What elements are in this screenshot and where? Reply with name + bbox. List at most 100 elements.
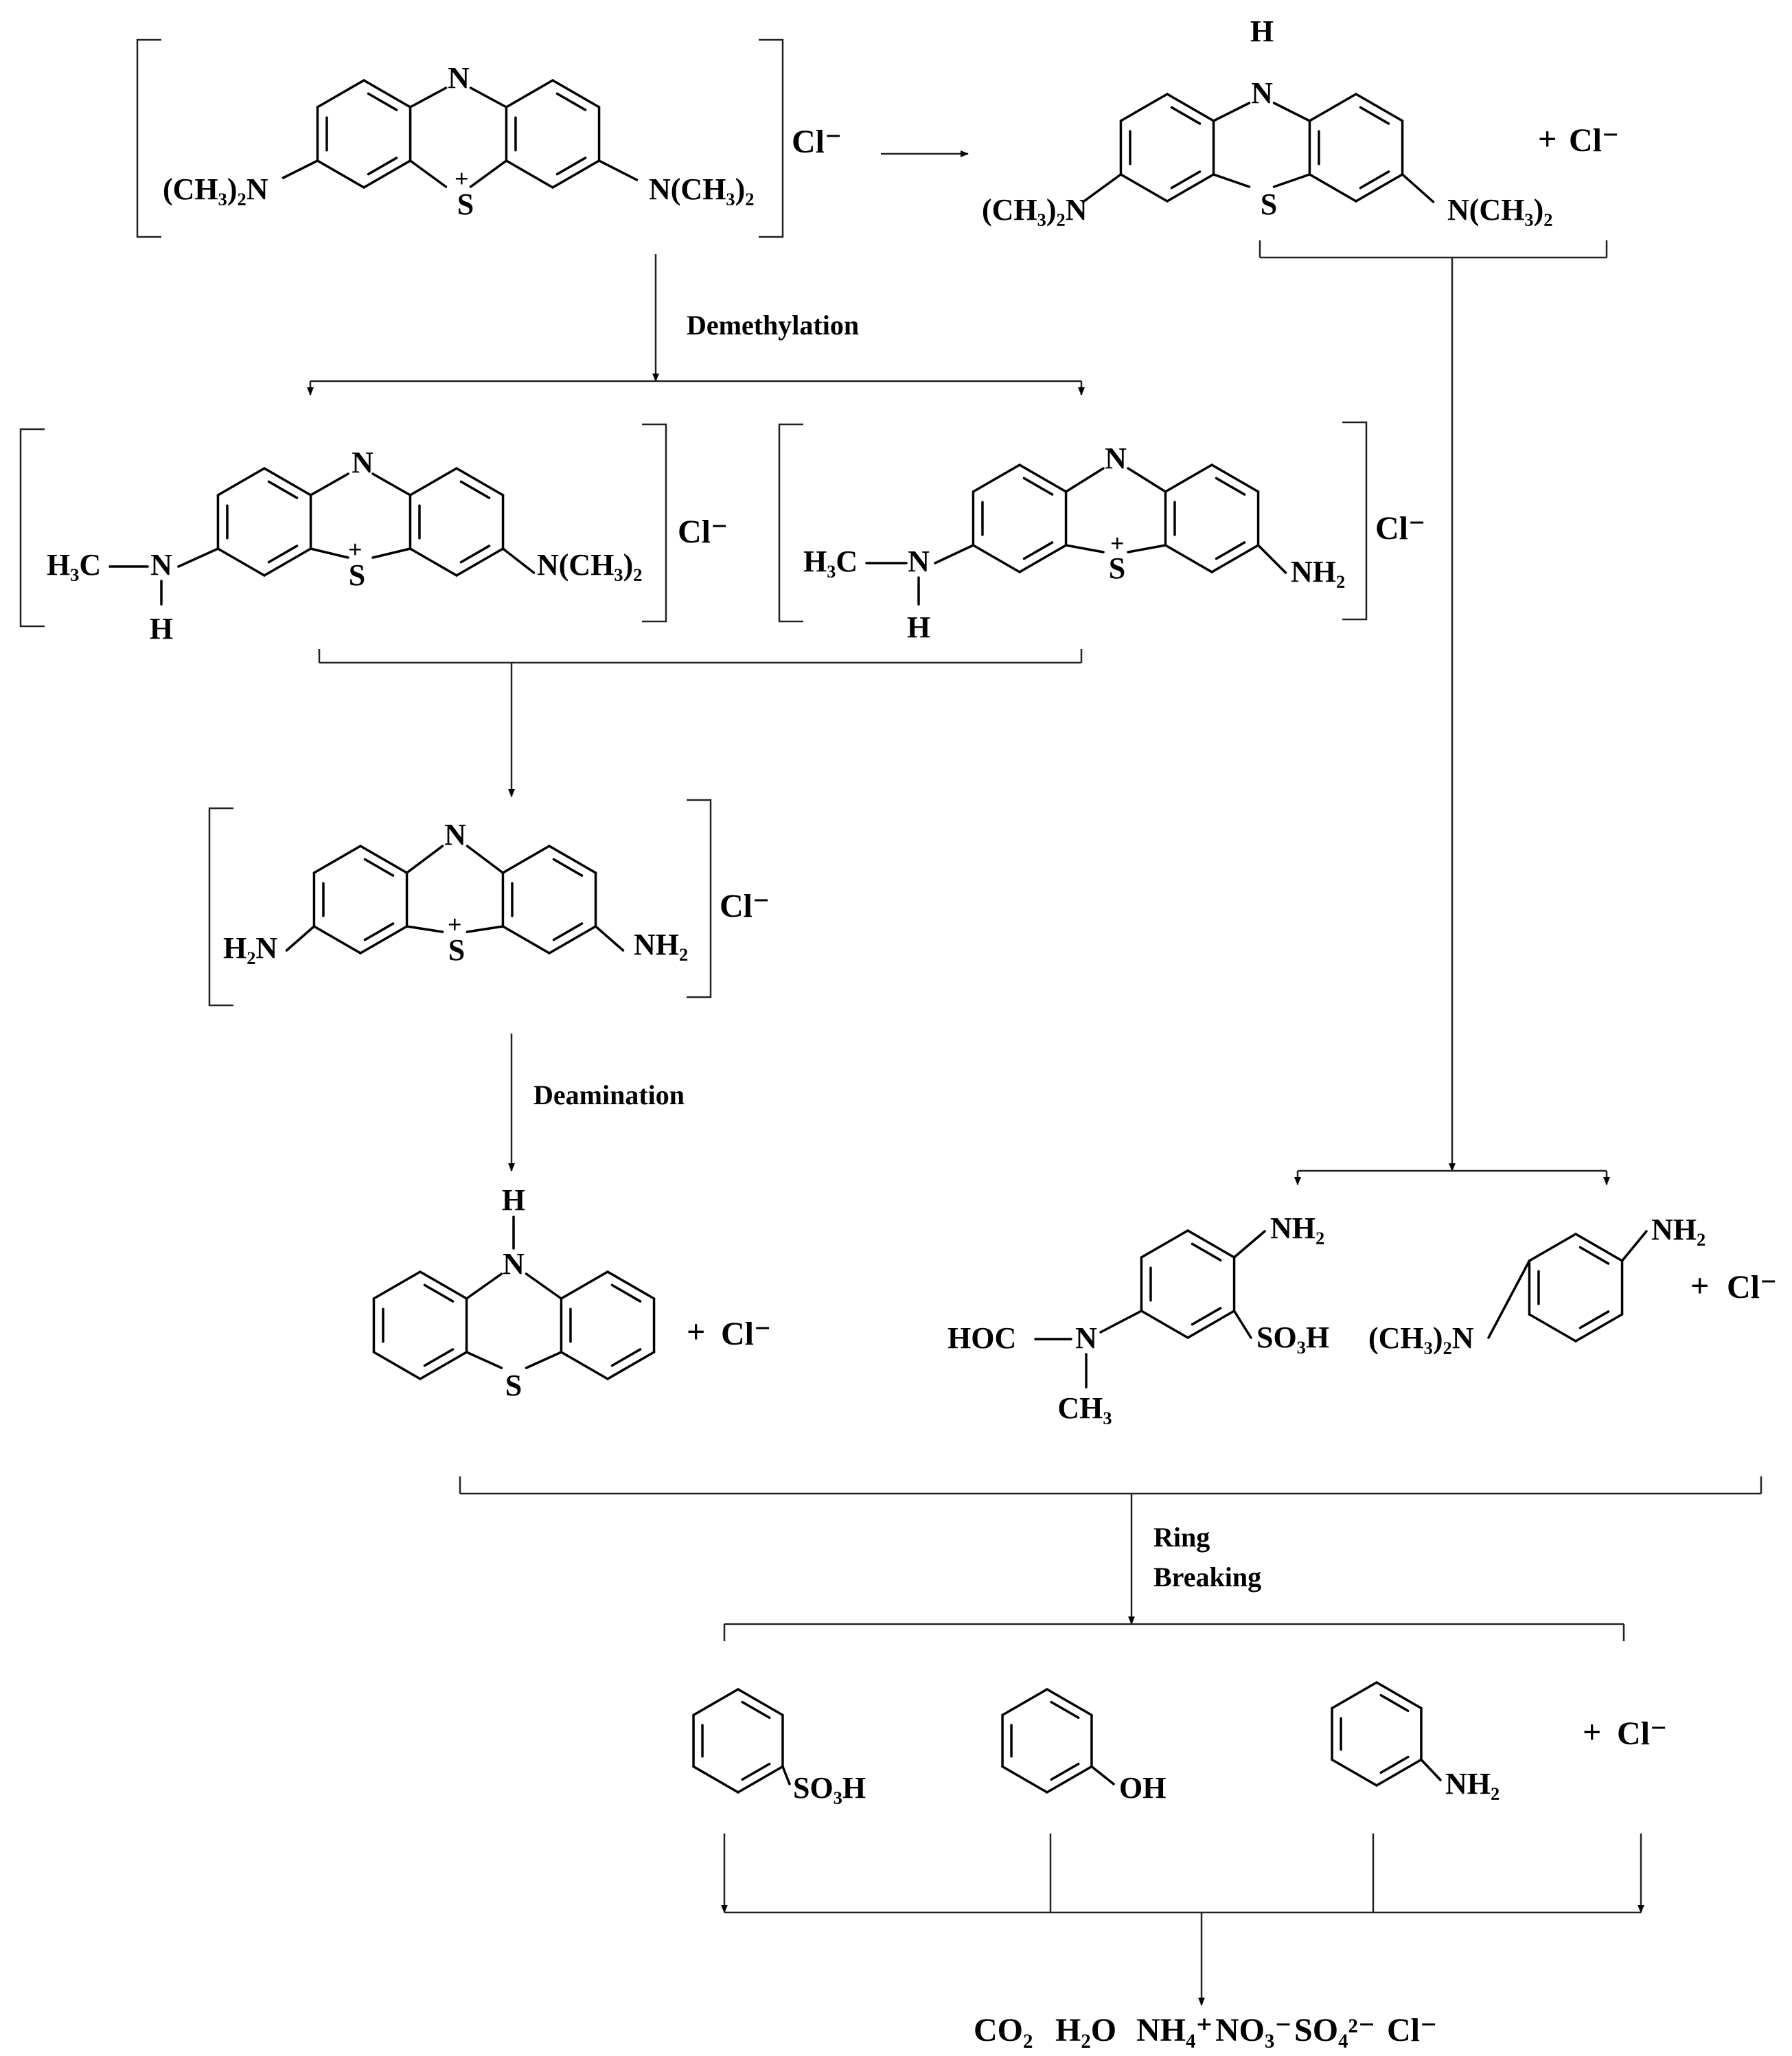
azureb-left-ring-bond	[216, 467, 266, 496]
azurec-s-bond	[1064, 544, 1105, 553]
bsa-ring-bond	[737, 1765, 784, 1794]
atom-s: S	[457, 187, 474, 221]
leuco-sub-bond	[1401, 173, 1435, 203]
azureb-n-bond	[371, 472, 412, 496]
aniline-ring-double-bond	[1379, 1755, 1410, 1774]
plus-sign: +	[1690, 1268, 1709, 1304]
demethylation-label: Demethylation	[687, 310, 859, 341]
methyl-label: H₃C	[803, 545, 858, 578]
azureb-right-ring-bond	[455, 467, 505, 496]
ptz-left-ring-bond	[419, 1270, 468, 1300]
azureb-left-ring-bond	[216, 547, 266, 577]
thionine-right-ring-double-bond	[552, 858, 584, 877]
sulf-ring-bond	[1186, 1229, 1236, 1259]
dmpd-ring-double-bond	[1578, 1310, 1610, 1329]
leuco-left-ring-double-bond	[1170, 106, 1202, 125]
charge-plus: +	[1110, 529, 1125, 557]
phenol-ring-bond	[1001, 1765, 1048, 1794]
thionine-sub-bond	[594, 925, 625, 952]
dmpd-ring-bond	[1528, 1233, 1577, 1262]
bsa-sub-bond	[781, 1765, 791, 1785]
azurec-left-ring-bond	[1018, 464, 1068, 493]
mb-right-ring-bond	[505, 159, 554, 189]
charge-plus: +	[448, 911, 462, 938]
mb-left-ring-double-bond	[367, 157, 398, 176]
azurec-right-ring-bond	[1210, 464, 1260, 493]
amide-n: N	[1075, 1321, 1097, 1355]
product-h2o: H₂O	[1055, 2012, 1116, 2048]
azurec-right-ring-double-bond	[1215, 541, 1246, 560]
thionine-n-bond	[466, 845, 505, 874]
azurec-n-bond	[1064, 467, 1105, 493]
thionine: N S + H₂N NH₂ Cl⁻	[223, 818, 770, 967]
plus-sign: +	[1583, 1714, 1601, 1750]
mb-s-bond	[469, 159, 508, 188]
mb-right-ring-bond	[505, 79, 554, 108]
leuco-left-ring-bond	[1166, 173, 1215, 203]
amine-n: N	[908, 545, 930, 578]
ptz-right-ring-bond	[560, 1270, 609, 1300]
ptz-left-ring-bond	[372, 1270, 422, 1300]
methylene-blue: N S + (CH₃)₂N N(CH₃)₂ Cl⁻	[163, 61, 842, 221]
salt-brackets	[19, 38, 1368, 1007]
atom-s: S	[1109, 551, 1125, 585]
substituent-left: H₂N	[223, 931, 277, 965]
azureb-sub-bond	[501, 547, 536, 574]
benzenesulfonic-acid-label: SO₃H	[793, 1771, 866, 1805]
thionine-left-ring-bond	[312, 845, 362, 874]
counterion: Cl⁻	[1375, 510, 1425, 547]
aniline-ring-bond	[1331, 1758, 1378, 1787]
azureb-left-ring-bond	[263, 467, 312, 496]
deamination-label: Deamination	[533, 1080, 685, 1110]
aniline-ring-bond	[1331, 1681, 1378, 1710]
thionine-n-bond	[405, 845, 444, 874]
leuco-right-ring-bond	[1308, 93, 1357, 122]
leuco-sub-bond	[1081, 173, 1123, 203]
charge-plus: +	[348, 536, 363, 563]
counterion: Cl⁻	[720, 888, 770, 924]
mb-right-ring-double-bond	[555, 157, 587, 176]
plus-sign: +	[1538, 121, 1556, 157]
azurec-left-ring-bond	[1018, 544, 1068, 573]
mb-left-ring-bond	[316, 159, 365, 189]
bsa-ring-bond	[692, 1765, 739, 1794]
ring-breaking-label-2: Breaking	[1153, 1562, 1261, 1592]
methyl-label: CH₃	[1057, 1391, 1112, 1425]
bracket-azureb-right	[642, 423, 667, 623]
mb-right-ring-bond	[551, 79, 601, 108]
phenol-ring-double-bond	[1050, 1700, 1080, 1720]
substituent-right: N(CH₃)₂	[1447, 193, 1552, 227]
bsa-ring-double-bond	[741, 1700, 771, 1720]
dmpd-n-bond	[1487, 1259, 1531, 1339]
ptz-right-ring-double-bond	[610, 1348, 642, 1367]
atom-s: S	[349, 558, 365, 592]
thionine-right-ring-double-bond	[552, 922, 584, 941]
leuco-left-ring-bond	[1119, 93, 1169, 122]
azurec-left-ring-double-bond	[1022, 541, 1054, 560]
atom-n: N	[448, 61, 470, 95]
formyl-label: HOC	[947, 1321, 1016, 1355]
product-cl: Cl⁻	[1387, 2012, 1437, 2048]
azurec-right-ring-bond	[1164, 464, 1213, 493]
ptz-left-ring-bond	[419, 1351, 468, 1380]
leuco-s-bond	[1272, 173, 1311, 188]
azureb-right-ring-bond	[409, 547, 458, 577]
mb-s-bond	[409, 159, 448, 188]
sulf-n-bond	[1099, 1310, 1143, 1334]
azurec-left-ring-double-bond	[1022, 477, 1054, 496]
mb-left-ring-bond	[363, 79, 412, 108]
mb-left-ring-bond	[363, 159, 412, 189]
product-co2: CO₂	[974, 2012, 1033, 2048]
thionine-sub-bond	[285, 925, 316, 952]
ptz-left-ring-bond	[372, 1351, 422, 1380]
counterion: Cl⁻	[792, 124, 842, 160]
azureb-left-ring-bond	[263, 547, 312, 577]
ptz-left-ring-double-bond	[423, 1348, 455, 1367]
sulf-ring-bond	[1140, 1229, 1189, 1259]
substituent-left: (CH₃)₂N	[982, 193, 1088, 227]
counterion: Cl⁻	[1727, 1269, 1777, 1305]
azureb-right-ring-bond	[455, 547, 505, 577]
counterion: Cl⁻	[1617, 1715, 1667, 1752]
substituent-left: (CH₃)₂N	[163, 172, 268, 206]
thionine-left-ring-bond	[312, 925, 362, 955]
